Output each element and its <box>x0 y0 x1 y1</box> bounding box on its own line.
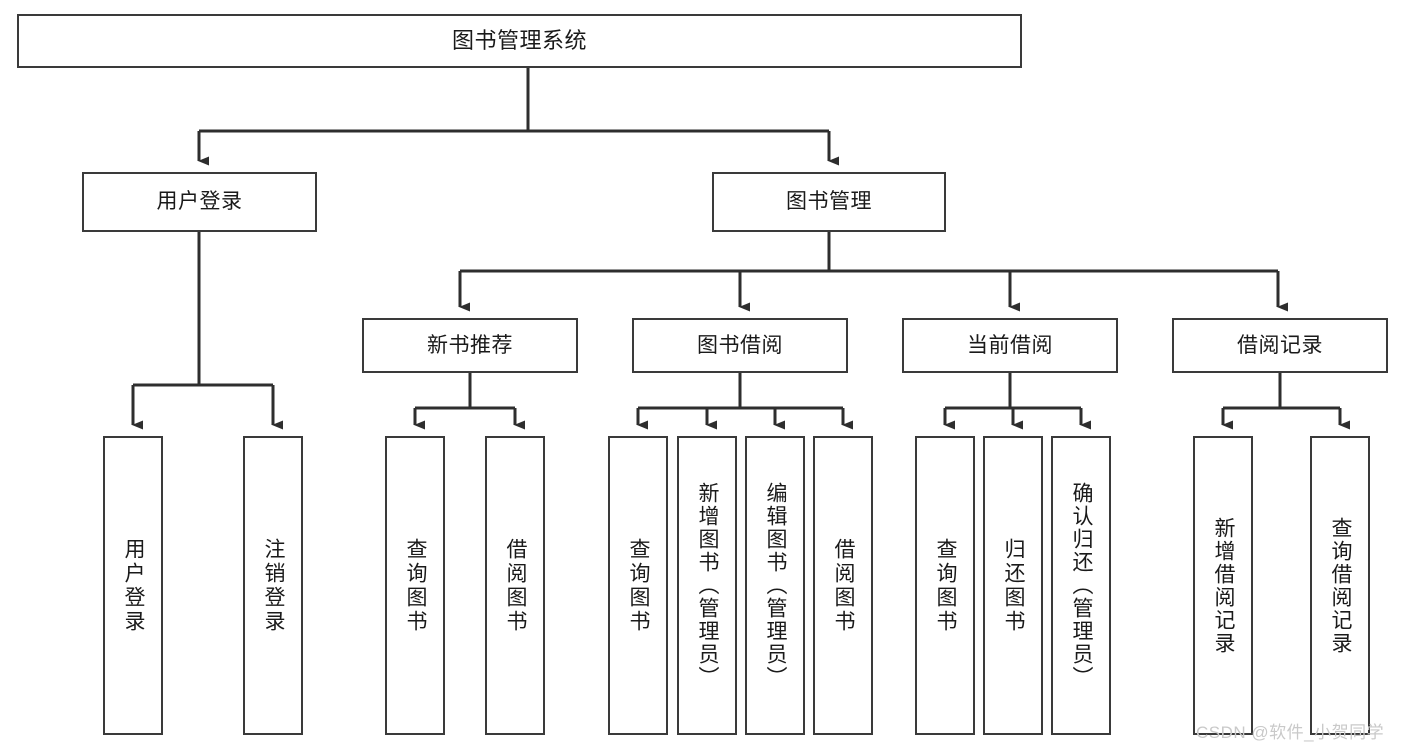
node-book-borrow[interactable]: 图书借阅 <box>632 318 848 373</box>
node-book-manage-label: 图书管理 <box>786 190 872 214</box>
node-leaf-query-book-2-label: 查询图书 <box>627 537 651 634</box>
node-leaf-user-login-label: 用户登录 <box>122 537 146 634</box>
node-book-manage[interactable]: 图书管理 <box>712 172 946 232</box>
node-leaf-borrow-book-2-label: 借阅图书 <box>832 537 856 634</box>
node-book-borrow-label: 图书借阅 <box>697 333 783 357</box>
node-leaf-user-login[interactable]: 用户登录 <box>103 436 163 735</box>
node-leaf-confirm-return[interactable]: 确认归还（管理员） <box>1051 436 1111 735</box>
node-current-borrow[interactable]: 当前借阅 <box>902 318 1118 373</box>
node-leaf-query-record[interactable]: 查询借阅记录 <box>1310 436 1370 735</box>
node-leaf-add-record[interactable]: 新增借阅记录 <box>1193 436 1253 735</box>
node-leaf-edit-book-label: 编辑图书（管理员） <box>764 482 788 689</box>
node-user-login[interactable]: 用户登录 <box>82 172 317 232</box>
node-leaf-query-book-3[interactable]: 查询图书 <box>915 436 975 735</box>
node-leaf-query-book-1-label: 查询图书 <box>404 537 428 634</box>
node-borrow-record-label: 借阅记录 <box>1237 333 1323 357</box>
node-leaf-query-book-3-label: 查询图书 <box>934 537 958 634</box>
node-leaf-logout[interactable]: 注销登录 <box>243 436 303 735</box>
node-current-borrow-label: 当前借阅 <box>967 333 1053 357</box>
node-leaf-query-book-2[interactable]: 查询图书 <box>608 436 668 735</box>
csdn-watermark: CSDN @软件_小贺同学 <box>1196 723 1385 742</box>
node-new-book-rec[interactable]: 新书推荐 <box>362 318 578 373</box>
node-leaf-confirm-return-label: 确认归还（管理员） <box>1070 482 1094 689</box>
node-leaf-return-book-label: 归还图书 <box>1002 537 1026 634</box>
node-leaf-add-record-label: 新增借阅记录 <box>1212 516 1236 655</box>
node-user-login-label: 用户登录 <box>156 190 243 214</box>
node-leaf-borrow-book-2[interactable]: 借阅图书 <box>813 436 873 735</box>
node-leaf-query-record-label: 查询借阅记录 <box>1329 516 1353 655</box>
node-root-图书管理系统-label: 图书管理系统 <box>451 27 587 53</box>
node-leaf-edit-book[interactable]: 编辑图书（管理员） <box>745 436 805 735</box>
node-leaf-query-book-1[interactable]: 查询图书 <box>385 436 445 735</box>
node-leaf-return-book[interactable]: 归还图书 <box>983 436 1043 735</box>
node-leaf-add-book-label: 新增图书（管理员） <box>696 482 720 689</box>
node-leaf-logout-label: 注销登录 <box>262 537 286 634</box>
node-root-图书管理系统[interactable]: 图书管理系统 <box>17 14 1022 68</box>
node-borrow-record[interactable]: 借阅记录 <box>1172 318 1388 373</box>
node-leaf-borrow-book-1[interactable]: 借阅图书 <box>485 436 545 735</box>
node-leaf-add-book[interactable]: 新增图书（管理员） <box>677 436 737 735</box>
node-new-book-rec-label: 新书推荐 <box>427 333 513 357</box>
node-leaf-borrow-book-1-label: 借阅图书 <box>504 537 528 634</box>
